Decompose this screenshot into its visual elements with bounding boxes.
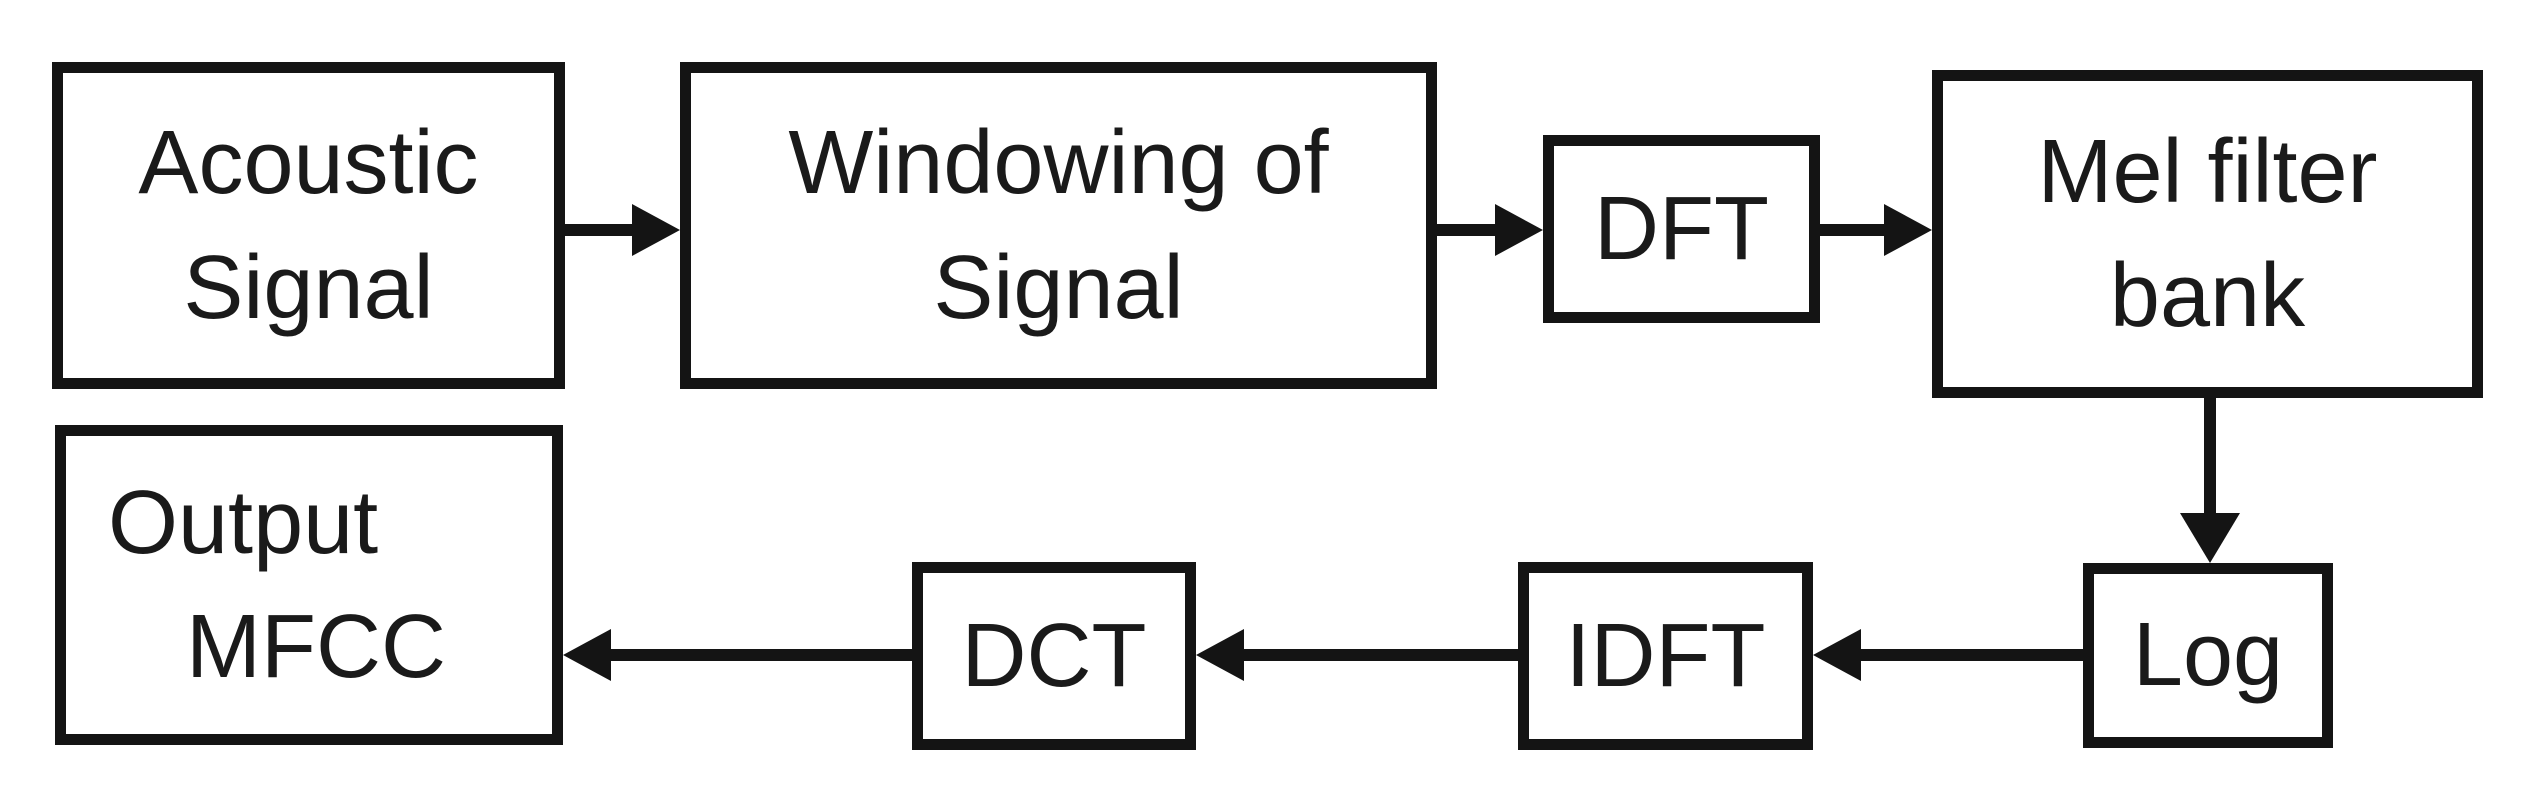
block-label: IDFT <box>1565 605 1766 706</box>
arrow-log-to-idft-line <box>1858 649 2083 661</box>
arrow-acoustic-to-windowing-line <box>565 224 635 236</box>
arrow-windowing-to-dft-line <box>1437 224 1499 236</box>
block-windowing-of-signal: Windowing of Signal <box>680 62 1437 389</box>
arrow-mel-to-log-line <box>2204 398 2216 518</box>
block-label-line: Signal <box>183 237 434 338</box>
arrow-idft-to-dct-head <box>1196 629 1244 681</box>
block-acoustic-signal: Acoustic Signal <box>52 62 565 389</box>
block-log: Log <box>2083 563 2333 748</box>
block-dct: DCT <box>912 562 1196 750</box>
arrow-dft-to-mel-head <box>1884 204 1932 256</box>
block-label-line: Acoustic <box>138 113 479 214</box>
block-label-line: bank <box>2109 246 2306 346</box>
block-label: Log <box>2132 605 2284 706</box>
arrow-dft-to-mel-line <box>1820 224 1888 236</box>
block-output-mfcc: Output MFCC <box>55 425 563 745</box>
block-idft: IDFT <box>1518 562 1813 750</box>
block-label: DFT <box>1594 178 1769 279</box>
block-label: DCT <box>961 605 1147 706</box>
arrow-dct-to-output-line <box>608 649 912 661</box>
block-dft: DFT <box>1543 135 1820 323</box>
arrow-idft-to-dct-line <box>1241 649 1518 661</box>
block-label-line: Output <box>108 472 379 573</box>
arrow-dct-to-output-head <box>563 629 611 681</box>
block-label-line: MFCC <box>186 597 446 697</box>
block-label-line: Signal <box>933 237 1184 338</box>
arrow-windowing-to-dft-head <box>1495 204 1543 256</box>
block-label-line: Mel filter <box>2037 121 2378 222</box>
arrow-acoustic-to-windowing-head <box>632 204 680 256</box>
arrow-log-to-idft-head <box>1813 629 1861 681</box>
arrow-mel-to-log-head <box>2180 513 2240 563</box>
block-mel-filter-bank: Mel filter bank <box>1932 70 2483 398</box>
block-label-line: Windowing of <box>788 113 1329 214</box>
